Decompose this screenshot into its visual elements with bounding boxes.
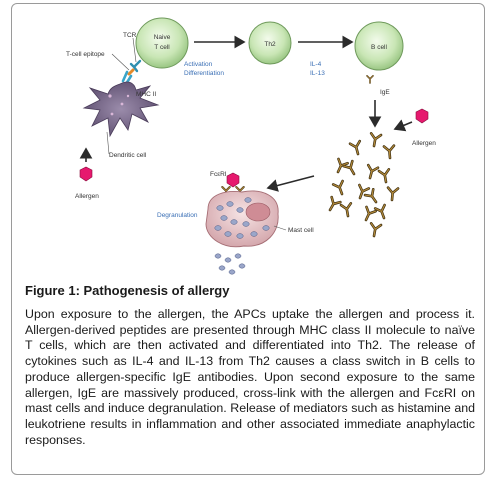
tcr-receptor-icon — [121, 59, 142, 86]
ige-label: IgE — [380, 89, 390, 96]
crosslinked-allergen-icon — [221, 172, 245, 197]
b-cell-label: B cell — [371, 44, 387, 51]
allergen-right-icon — [393, 108, 429, 132]
fceri-label: FcεRI — [210, 171, 227, 178]
degranulation-label: Degranulation — [157, 212, 198, 219]
naive-t-cell: Naive T cell — [135, 17, 189, 69]
mast-cell-label: Mast cell — [288, 227, 314, 234]
allergen-right-label: Allergen — [412, 140, 436, 147]
dendritic-cell-label: Dendritic cell — [109, 152, 147, 159]
dendritic-cell — [82, 81, 160, 138]
naive-t-cell-label-1: Naive — [154, 34, 171, 41]
activation-label: Activation — [184, 61, 213, 68]
il13-label: IL-13 — [310, 70, 325, 77]
differentiation-label: Differentiation — [184, 70, 224, 77]
th2-cell: Th2 — [248, 21, 292, 65]
caption-title: Figure 1: Pathogenesis of allergy — [25, 283, 230, 298]
allergy-pathogenesis-diagram: Naive T cell TCR T-cell epitope MHC II D… — [66, 17, 436, 275]
b-cell: B cell — [354, 21, 404, 71]
ige-antibodies-cluster — [324, 132, 400, 239]
arrow-to-mast-cell — [266, 175, 315, 192]
caption-text: Upon exposure to the allergen, the APCs … — [25, 307, 475, 447]
il4-label: IL-4 — [310, 61, 322, 68]
mhc-ii-label: MHC II — [136, 91, 156, 98]
figure-caption: Figure 1: Pathogenesis of allergy Upon e… — [25, 283, 475, 448]
t-cell-epitope-label: T-cell epitope — [66, 51, 105, 58]
allergen-left-label: Allergen — [75, 193, 99, 200]
tcr-label: TCR — [123, 32, 137, 39]
mast-cell — [205, 190, 279, 248]
naive-t-cell-label-2: T cell — [154, 44, 170, 51]
released-granules — [214, 253, 246, 275]
th2-label: Th2 — [264, 41, 276, 48]
allergen-left-icon — [79, 147, 93, 182]
ige-receptor-icon — [366, 75, 374, 84]
